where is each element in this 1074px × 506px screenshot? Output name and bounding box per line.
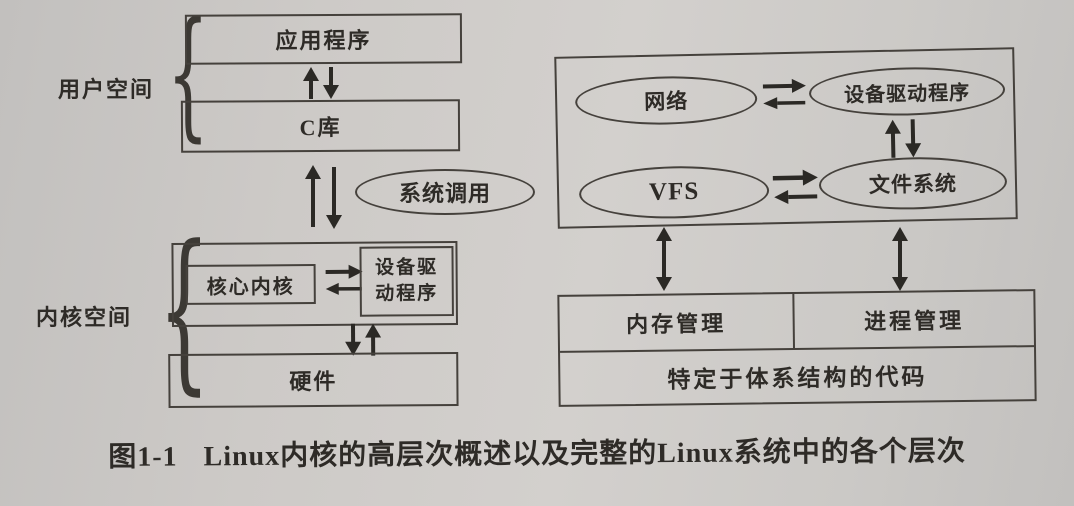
file-system-ellipse: 文件系统	[818, 155, 1008, 212]
memory-connector-arrow-icon	[652, 225, 676, 293]
hardware-box: 硬件	[168, 352, 459, 409]
device-driver-line2: 动程序	[375, 283, 439, 305]
figure-caption-text: Linux内核的高层次概述以及完整的Linux系统中的各个层次	[203, 436, 966, 473]
process-management-label: 进程管理	[864, 307, 965, 335]
device-driver-ellipse-label: 设备驱动程序	[843, 81, 971, 107]
hardware-box-label: 硬件	[289, 368, 338, 395]
core-kernel-box: 核心内核	[185, 264, 316, 305]
c-library-box-label: C库	[299, 114, 342, 141]
network-label: 网络	[643, 89, 689, 114]
driver-fs-arrows-icon	[880, 117, 927, 160]
figure-caption: 图1-1 Linux内核的高层次概述以及完整的Linux系统中的各个层次	[0, 428, 1074, 475]
c-library-box: C库	[180, 99, 461, 153]
network-driver-arrows-icon	[761, 76, 808, 113]
device-driver-box: 设备驱 动程序	[359, 246, 454, 317]
system-call-label: 系统调用	[398, 181, 491, 206]
file-system-label: 文件系统	[868, 171, 958, 198]
kernel-space-label: 内核空间	[36, 305, 133, 330]
application-box-label: 应用程序	[275, 27, 372, 54]
down-up-arrows-icon	[340, 322, 386, 358]
subsystems-box: 网络 设备驱动程序 VFS	[554, 47, 1018, 229]
application-box: 应用程序	[184, 13, 463, 65]
core-kernel-label: 核心内核	[206, 275, 295, 299]
vfs-label: VFS	[648, 177, 700, 206]
vfs-fs-arrows-icon	[771, 167, 820, 206]
network-ellipse: 网络	[574, 74, 758, 127]
vfs-ellipse: VFS	[578, 164, 770, 221]
user-space-label: 用户空间	[58, 77, 155, 102]
memory-management-label: 内存管理	[626, 310, 727, 338]
figure-number: 图1-1	[108, 441, 178, 473]
left-right-arrows-icon	[324, 262, 364, 298]
management-table-row1: 内存管理 进程管理	[559, 291, 1034, 351]
arch-specific-label: 特定于体系结构的代码	[667, 364, 928, 393]
management-table: 内存管理 进程管理 特定于体系结构的代码	[557, 289, 1037, 407]
kernel-space-group: 核心内核 设备驱 动程序 硬件	[167, 237, 468, 414]
device-driver-ellipse: 设备驱动程序	[808, 65, 1006, 118]
memory-management-cell: 内存管理	[559, 294, 796, 351]
process-management-cell: 进程管理	[794, 291, 1034, 348]
arch-specific-cell: 特定于体系结构的代码	[560, 345, 1035, 405]
up-down-arrows-icon	[298, 65, 344, 101]
system-call-ellipse: 系统调用	[355, 169, 535, 215]
syscall-up-down-arrows-icon	[300, 163, 348, 231]
process-connector-arrow-icon	[888, 225, 912, 293]
device-driver-line1: 设备驱	[375, 257, 439, 279]
